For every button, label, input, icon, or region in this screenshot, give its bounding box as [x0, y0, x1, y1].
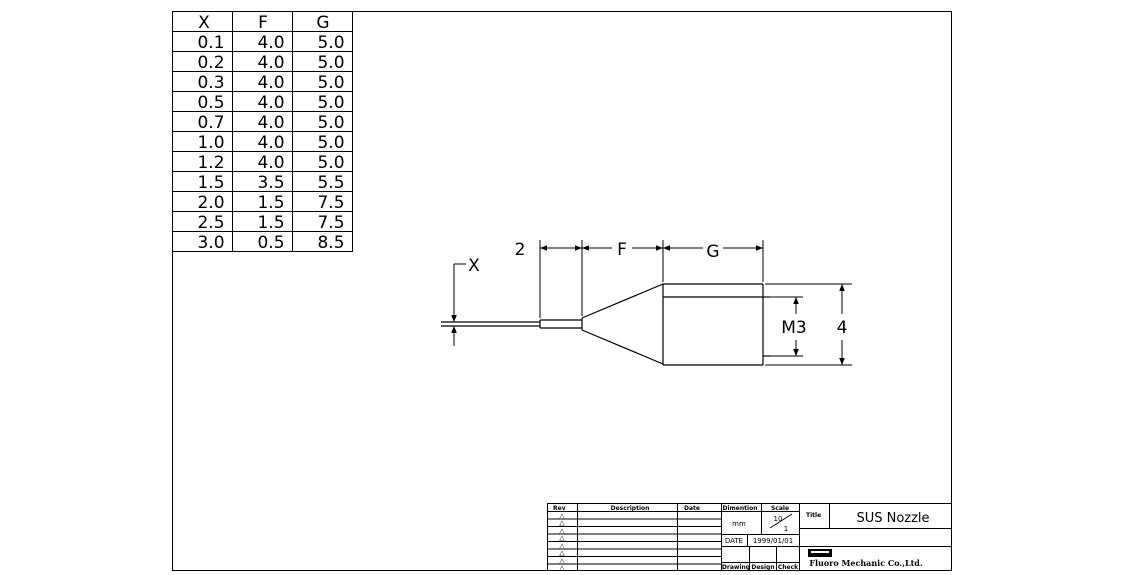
scale-header: Scale	[771, 505, 789, 512]
nozzle-outline	[441, 283, 770, 366]
dim-label-f: F	[617, 240, 627, 260]
table-cell: 0.2	[197, 53, 224, 73]
table-cell: 2.5	[197, 213, 224, 233]
dim-label-g: G	[706, 242, 719, 262]
table-cell: 0.5	[197, 93, 224, 113]
title-header: Title	[806, 512, 821, 519]
table-header-f: F	[258, 13, 268, 33]
table-cell: 1.5	[197, 173, 224, 193]
table-cell: 4.0	[257, 133, 284, 153]
table-cell: 5.0	[317, 153, 344, 173]
dimension-lines	[451, 240, 852, 366]
table-cell: 5.0	[317, 113, 344, 133]
table-header-g: G	[316, 13, 329, 33]
rev-mark: △	[559, 519, 565, 527]
dim-label-diameter: 4	[837, 318, 848, 338]
rev-mark: △	[559, 557, 565, 565]
rev-mark: △	[559, 512, 565, 520]
rev-mark: △	[559, 564, 565, 572]
table-cell: 2.0	[197, 193, 224, 213]
design-label: Design	[751, 564, 774, 571]
dim-label-m3: M3	[781, 318, 806, 338]
dimention-value: mm	[732, 520, 746, 528]
table-cell: 7.5	[317, 193, 344, 213]
rev-mark: △	[559, 534, 565, 542]
table-cell: 5.0	[317, 53, 344, 73]
table-cell: 5.0	[317, 133, 344, 153]
table-cell: 7.5	[317, 213, 344, 233]
table-cell: 5.0	[317, 93, 344, 113]
table-cell: 1.5	[257, 213, 284, 233]
parameter-table	[172, 11, 353, 252]
dim-label-tip: 2	[515, 240, 526, 260]
rev-header: Rev	[553, 505, 566, 512]
dimention-header: Dimention	[723, 505, 758, 512]
table-header-x: X	[198, 13, 210, 33]
table-cell: 4.0	[257, 53, 284, 73]
rev-mark: △	[559, 542, 565, 550]
date-value: 1999/01/01	[753, 537, 793, 545]
table-cell: 5.0	[317, 33, 344, 53]
table-cell: 3.5	[257, 173, 284, 193]
date-header: Date	[684, 505, 700, 512]
table-cell: 5.5	[317, 173, 344, 193]
table-cell: 1.2	[197, 153, 224, 173]
table-cell: 8.5	[317, 233, 344, 253]
drawing-label: Drawing	[722, 564, 750, 571]
table-cell: 4.0	[257, 153, 284, 173]
title-block	[547, 503, 952, 571]
table-cell: 4.0	[257, 113, 284, 133]
dim-label-x: X	[468, 256, 480, 276]
description-header: Description	[611, 505, 650, 512]
table-cell: 0.7	[197, 113, 224, 133]
rev-mark: △	[559, 527, 565, 535]
scale-top: 10	[774, 515, 783, 523]
company-name: Fluoro Mechanic Co.,Ltd.	[809, 558, 923, 568]
table-cell: 0.1	[197, 33, 224, 53]
table-cell: 4.0	[257, 73, 284, 93]
table-cell: 0.5	[257, 233, 284, 253]
drawing-title: SUS Nozzle	[856, 511, 929, 526]
scale-bottom: 1	[784, 525, 788, 533]
table-cell: 1.0	[197, 133, 224, 153]
check-label: Check	[778, 564, 799, 571]
date-label: DATE	[725, 537, 743, 545]
table-cell: 1.5	[257, 193, 284, 213]
rev-mark: △	[559, 549, 565, 557]
table-cell: 4.0	[257, 93, 284, 113]
table-cell: 5.0	[317, 73, 344, 93]
table-cell: 4.0	[257, 33, 284, 53]
table-cell: 0.3	[197, 73, 224, 93]
company-logo-icon	[808, 549, 832, 557]
table-cell: 3.0	[197, 233, 224, 253]
